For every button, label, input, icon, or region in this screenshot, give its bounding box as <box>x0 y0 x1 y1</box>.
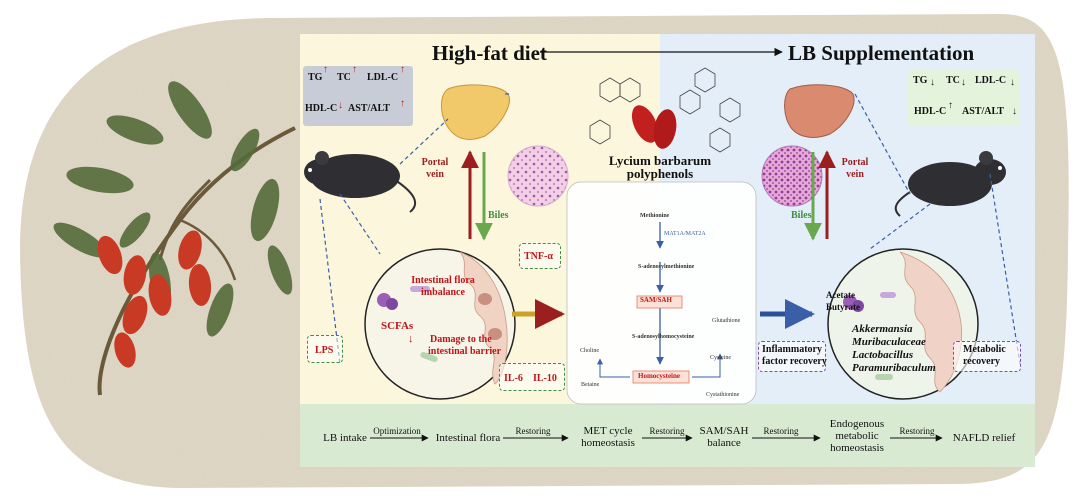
left-tc-label: TC <box>337 72 351 83</box>
cystathionine-label: Cystathionine <box>706 392 740 398</box>
homocysteine-label: Homocysteine <box>638 372 680 380</box>
right-ldl-down-arrow: ↓ <box>1010 77 1015 88</box>
goji-branch-illustration <box>53 81 296 396</box>
right-hdl-up-arrow: ↑ <box>948 100 953 111</box>
left-ldl-label: LDL-C <box>367 72 399 83</box>
polyphenols-name-line2: polyphenols <box>626 166 694 181</box>
left-ast-up-arrow: ↑ <box>400 98 405 109</box>
left-tc-up-arrow: ↑ <box>352 64 357 75</box>
left-tg-up-arrow: ↑ <box>323 64 328 75</box>
left-ast-label: AST/ALT <box>348 103 390 114</box>
akkermansia-label: Akkermansia <box>852 323 913 335</box>
lps-label: LPS <box>315 345 334 356</box>
metabolic-line2: recovery <box>963 356 1001 367</box>
sam-label: S-adenosylmethionine <box>638 264 695 270</box>
inflammatory-line1: Inflammatory <box>762 344 822 355</box>
figure-panel <box>300 34 1035 467</box>
flow-op-1: Optimization <box>373 426 421 436</box>
acetate-label: Acetate <box>826 290 855 300</box>
right-title: LB Supplementation <box>788 41 975 65</box>
flow-op-5: Restoring <box>899 426 935 436</box>
metabolic-box <box>953 341 1021 372</box>
sah-label: S-adenosylhomocysteine <box>632 334 695 340</box>
right-biles-label: Biles <box>791 210 812 221</box>
right-tg-down-arrow: ↓ <box>930 77 935 88</box>
left-hdl-label: HDL-C <box>305 103 338 114</box>
tnf-box <box>519 243 561 269</box>
il-box <box>499 363 565 391</box>
sam-sah-label: SAM/SAH <box>640 296 672 304</box>
right-ldl-label: LDL-C <box>975 75 1007 86</box>
right-tc-label: TC <box>946 75 960 86</box>
left-portal-vein-label: Portal vein <box>421 157 449 180</box>
left-title: High-fat diet <box>432 41 547 65</box>
glutathione-label: Glutathione <box>712 318 741 324</box>
flow-step-6: NAFLD relief <box>952 432 1016 444</box>
inflammatory-line2: factor recovery <box>762 356 827 367</box>
flow-step-2: Intestinal flora <box>435 432 501 444</box>
methionine-label: Methionine <box>640 213 670 219</box>
right-tg-label: TG <box>913 75 928 86</box>
right-ast-label: AST/ALT <box>962 106 1004 117</box>
inflammatory-box <box>758 341 826 372</box>
lactobacillus-label: Lactobacillus <box>852 349 914 361</box>
left-biles-label: Biles <box>488 210 509 221</box>
barrier-damage-line2: intestinal barrier <box>428 346 502 357</box>
choline-label: Choline <box>580 348 599 354</box>
barrier-damage-line1: Damage to the <box>430 334 492 345</box>
flow-op-3: Restoring <box>649 426 685 436</box>
right-hdl-label: HDL-C <box>914 106 947 117</box>
flow-op-4: Restoring <box>763 426 799 436</box>
left-ldl-up-arrow: ↑ <box>400 64 405 75</box>
flora-imbalance-label: Intestinal flora imbalance <box>411 275 475 298</box>
scfas-down-arrow: ↓ <box>408 333 414 345</box>
left-hdl-down-arrow: ↓ <box>338 100 343 111</box>
polyphenols-name-line1: Lycium barbarum <box>608 153 712 168</box>
left-tg-label: TG <box>308 72 323 83</box>
right-tc-down-arrow: ↓ <box>961 77 966 88</box>
left-mouse <box>304 151 417 213</box>
il6-label: IL-6 <box>504 373 523 384</box>
butyrate-label: Butyrate <box>826 302 860 312</box>
right-portal-vein-label: Portal vein <box>841 157 869 180</box>
flow-op-2: Restoring <box>515 426 551 436</box>
flow-step-4: SAM/SAH balance <box>699 425 749 449</box>
muribaculaceae-label: Muribaculaceae <box>852 336 926 348</box>
flow-step-3: MET cycle homeostasis <box>581 425 635 449</box>
flow-step-5: Endogenous metabolic homeostasis <box>829 418 885 454</box>
betaine-label: Betaine <box>581 382 600 388</box>
right-ast-down-arrow: ↓ <box>1012 106 1017 117</box>
il10-label: IL-10 <box>533 373 557 384</box>
tnf-label: TNF-α <box>524 251 553 262</box>
flow-step-1: LB intake <box>323 432 367 444</box>
mat-label: MAT1A/MAT2A <box>664 231 706 237</box>
cysteine-label: Cysteine <box>710 355 731 361</box>
scfas-label: SCFAs <box>381 320 414 332</box>
lps-box <box>307 335 343 363</box>
paramuribaculum-label: Paramuribaculum <box>852 362 936 374</box>
metabolic-line1: Metabolic <box>963 344 1006 355</box>
right-mouse <box>894 151 1006 217</box>
